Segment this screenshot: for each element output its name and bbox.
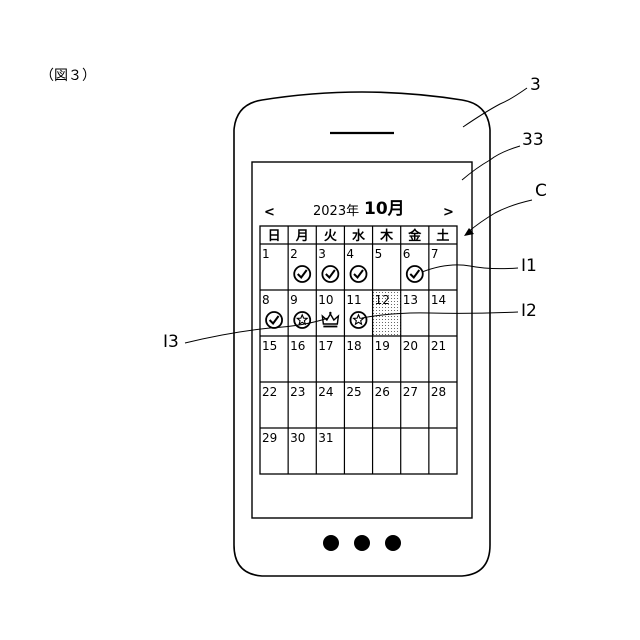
day-number[interactable]: 19 [375,339,390,353]
check-icon-mark [298,270,307,278]
day-number[interactable]: 12 [375,293,390,307]
day-number[interactable]: 9 [290,293,298,307]
leader-screen [462,146,520,180]
day-number[interactable]: 1 [262,247,270,261]
ref-label-calendar: C [535,181,547,201]
day-number[interactable]: 20 [403,339,418,353]
leader-calendar [468,200,532,232]
check-icon [351,266,367,282]
check-icon-mark [354,270,363,278]
day-number[interactable]: 28 [431,385,446,399]
star-icon-shape [297,315,307,324]
check-icon [294,266,310,282]
day-number[interactable]: 24 [318,385,333,399]
phone-body [234,92,490,576]
day-number[interactable]: 5 [375,247,383,261]
day-number[interactable]: 10 [318,293,333,307]
day-number[interactable]: 13 [403,293,418,307]
day-number[interactable]: 27 [403,385,418,399]
weekday-header: 木 [379,228,394,244]
check-icon-mark [410,270,419,278]
ref-label-screen: 33 [522,130,544,150]
calendar-grid: 日月火水木金土123456789101112131415161718192021… [260,226,457,474]
next-month-button[interactable]: > [443,205,454,220]
calendar-month: 10月 [364,199,405,219]
home-button-right[interactable] [385,535,401,551]
weekday-header: 水 [352,228,366,244]
day-number[interactable]: 6 [403,247,411,261]
weekday-header: 金 [407,228,422,244]
day-number[interactable]: 22 [262,385,277,399]
day-number[interactable]: 11 [346,293,361,307]
day-number[interactable]: 30 [290,431,305,445]
day-number[interactable]: 23 [290,385,305,399]
check-icon-mark [326,270,335,278]
ref-label-check-icon: I1 [521,256,537,276]
weekday-header: 日 [268,229,281,244]
day-number[interactable]: 7 [431,247,439,261]
day-number[interactable]: 18 [346,339,361,353]
prev-month-button[interactable]: < [264,205,275,220]
day-number[interactable]: 15 [262,339,277,353]
day-number[interactable]: 4 [346,247,354,261]
leader-crown-icon [185,318,328,343]
weekday-header: 月 [295,229,309,244]
weekday-header: 土 [436,228,449,244]
leader-check-icon [422,265,518,272]
day-number[interactable]: 2 [290,247,298,261]
leader-device [463,88,527,127]
check-icon-mark [270,316,279,324]
ref-label-device: 3 [530,75,541,95]
calendar-year: 2023年 [313,204,359,219]
ref-label-crown-icon: I3 [163,332,179,352]
day-number[interactable]: 3 [318,247,326,261]
day-number[interactable]: 16 [290,339,305,353]
day-number[interactable]: 25 [346,385,361,399]
check-icon [322,266,338,282]
check-icon [407,266,423,282]
day-number[interactable]: 14 [431,293,446,307]
home-button-center[interactable] [354,535,370,551]
day-number[interactable]: 17 [318,339,333,353]
star-icon-shape [354,315,364,324]
day-number[interactable]: 29 [262,431,277,445]
crown-icon-jewel [329,312,331,314]
day-number[interactable]: 21 [431,339,446,353]
figure-label: （図３） [40,68,96,84]
day-number[interactable]: 26 [375,385,390,399]
check-icon [266,312,282,328]
weekday-header: 火 [324,229,338,244]
home-button-left[interactable] [323,535,339,551]
ref-label-star-icon: I2 [521,301,537,321]
day-number[interactable]: 31 [318,431,333,445]
day-number[interactable]: 8 [262,293,270,307]
